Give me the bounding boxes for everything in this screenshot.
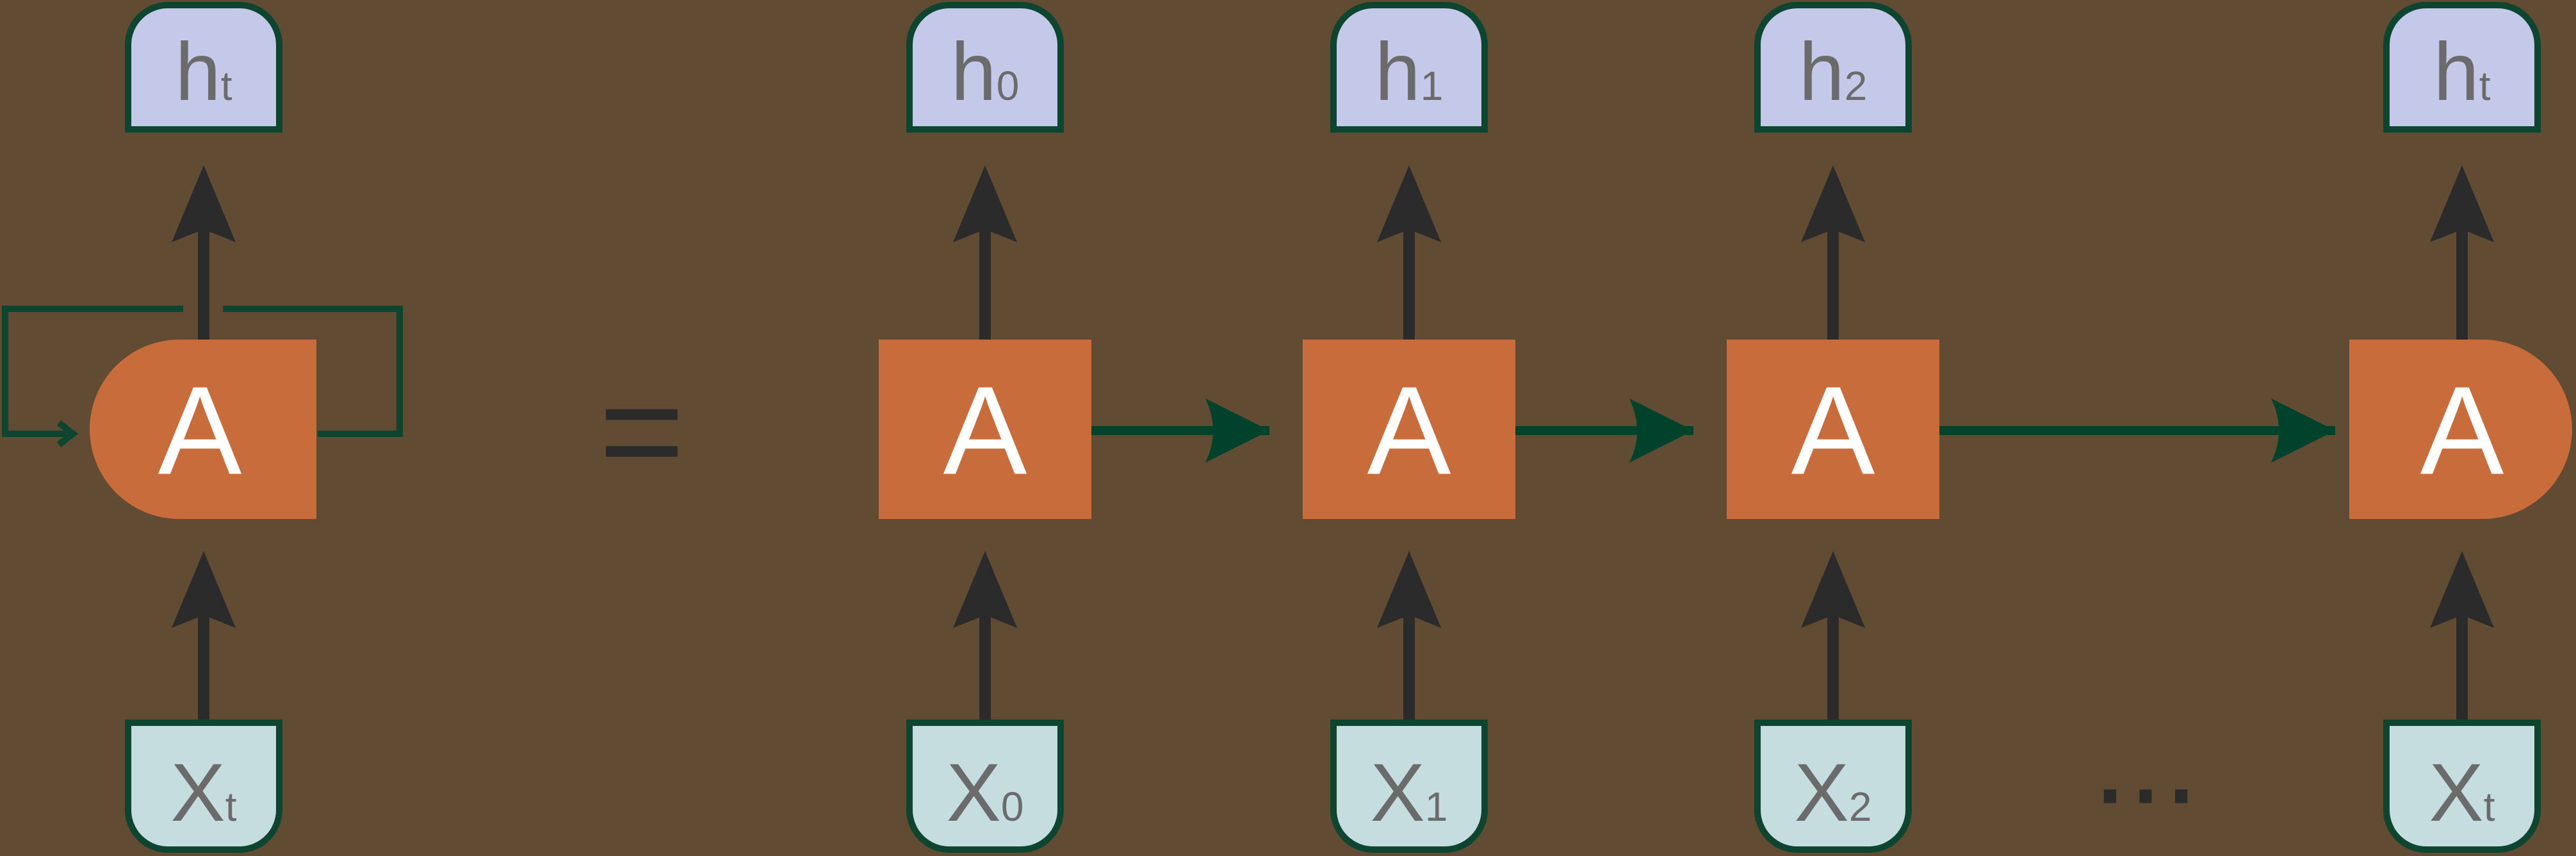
- input-node-label: X: [947, 747, 1001, 839]
- rnn-cell: [879, 340, 1091, 519]
- input-arrowhead: [953, 551, 1017, 628]
- input-arrowhead: [1801, 551, 1865, 628]
- output-node-subscript: t: [221, 63, 232, 109]
- svg-text:h2: h2: [1799, 26, 1868, 118]
- cell-label: A: [1367, 361, 1451, 501]
- input-node-subscript: 0: [1001, 784, 1024, 830]
- svg-text:h0: h0: [951, 26, 1020, 118]
- recurrence-loop-right: [223, 306, 403, 437]
- rnn-cell: [90, 340, 316, 519]
- timestep-0: A h0 X0: [879, 2, 1091, 853]
- output-node: [906, 2, 1064, 133]
- input-arrowhead: [2430, 551, 2494, 628]
- svg-text:Xt: Xt: [170, 747, 236, 839]
- output-node: [1330, 2, 1488, 133]
- equals-sign: =: [599, 349, 685, 513]
- output-node-subscript: 0: [997, 63, 1020, 109]
- input-to-cell-arrowhead: [172, 551, 236, 628]
- output-node-label: h: [951, 26, 997, 118]
- input-node-label: X: [2429, 747, 2483, 839]
- input-node-label: X: [1795, 747, 1849, 839]
- rnn-cell: [1303, 340, 1515, 519]
- input-node: [1330, 720, 1488, 853]
- cell-label: A: [158, 361, 242, 501]
- output-node-label: h: [2434, 26, 2479, 118]
- output-node-label: h: [175, 26, 221, 118]
- rnn-cell: [1727, 340, 1939, 519]
- output-arrowhead: [1377, 165, 1441, 242]
- input-node: [125, 720, 282, 853]
- timestep-t: A ht Xt: [2349, 2, 2572, 853]
- cell-label: A: [2420, 361, 2504, 501]
- timestep-1: A h1 X1: [1303, 2, 1515, 853]
- input-node-label: X: [1371, 747, 1425, 839]
- svg-text:Xt: Xt: [2429, 747, 2495, 839]
- input-node-subscript: t: [225, 784, 237, 830]
- output-arrowhead: [953, 165, 1017, 242]
- input-node-subscript: t: [2484, 784, 2495, 830]
- input-node-subscript: 2: [1849, 784, 1872, 830]
- unrolled-rnn: A h0 X0 A h1 X1: [879, 2, 2572, 853]
- svg-text:ht: ht: [175, 26, 232, 118]
- svg-text:ht: ht: [2434, 26, 2491, 118]
- input-node-label: X: [170, 747, 225, 839]
- output-node-label: h: [1799, 26, 1845, 118]
- svg-text:X1: X1: [1371, 747, 1448, 839]
- cell-label: A: [943, 361, 1027, 501]
- input-node: [2383, 720, 2541, 853]
- output-arrowhead: [2430, 165, 2494, 242]
- output-node: [2383, 2, 2541, 133]
- cell-to-output-arrowhead: [172, 165, 236, 242]
- output-node: [125, 2, 282, 133]
- timestep-2: A h2 X2: [1727, 2, 1939, 853]
- input-node-subscript: 1: [1425, 784, 1448, 830]
- input-node: [906, 720, 1064, 853]
- output-arrowhead: [1801, 165, 1865, 242]
- input-arrowhead: [1377, 551, 1441, 628]
- output-node-label: h: [1375, 26, 1421, 118]
- svg-text:h1: h1: [1375, 26, 1444, 118]
- folded-rnn: A ht Xt: [2, 2, 403, 853]
- output-node-subscript: 1: [1421, 63, 1444, 109]
- rnn-cell: [2349, 340, 2572, 519]
- ellipsis: ...: [2092, 688, 2199, 831]
- svg-text:X2: X2: [1795, 747, 1872, 839]
- input-node: [1754, 720, 1912, 853]
- output-node-subscript: t: [2479, 63, 2491, 109]
- recurrence-loop-arrowhead: [56, 420, 79, 447]
- output-node: [1754, 2, 1912, 133]
- cell-label: A: [1791, 361, 1875, 501]
- recurrence-loop: [2, 306, 183, 437]
- output-node-subscript: 2: [1845, 63, 1868, 109]
- svg-text:X0: X0: [947, 747, 1024, 839]
